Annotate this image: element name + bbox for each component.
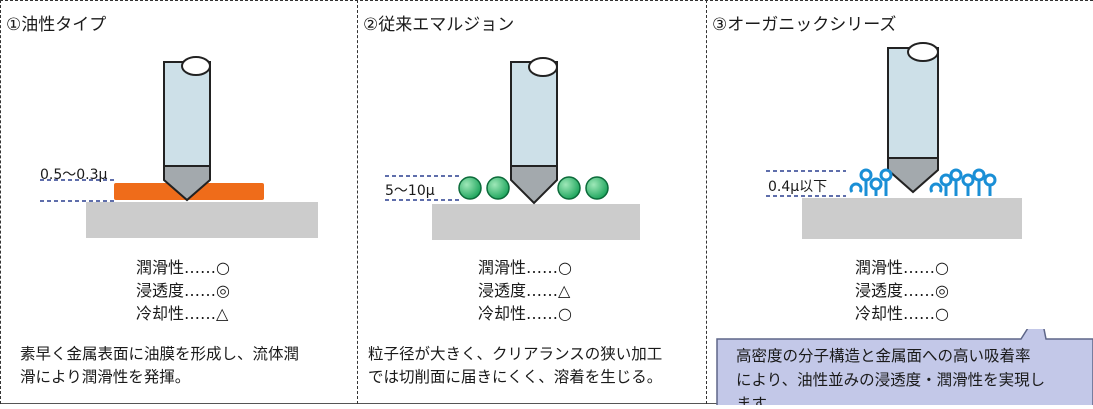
thickness-label: 0.5〜0.3μ <box>40 167 108 183</box>
workpiece <box>86 202 318 238</box>
description-line: により、油性並みの浸透度・潤滑性を実現し <box>736 371 1046 389</box>
panel-description: 高密度の分子構造と金属面への高い吸着率 により、油性並みの浸透度・潤滑性を実現し… <box>736 344 1093 405</box>
description-line: ます。 <box>736 395 781 405</box>
panel-description: 素早く金属表面に油膜を形成し、流体潤 滑により潤滑性を発揮。 <box>20 343 299 389</box>
ratings-list: 潤滑性……○ 浸透度……△ 冷却性……○ <box>478 256 572 325</box>
panel-description: 粒子径が大きく、クリアランスの狭い加工 では切削面に届きにくく、溶着を生じる。 <box>368 343 662 389</box>
rating-penetration: 浸透度……△ <box>478 281 571 300</box>
callout-bubble <box>716 329 1093 405</box>
organic-series-diagram <box>766 42 1022 239</box>
panel-divider-1 <box>357 0 358 404</box>
panel-organic-series: ③オーガニックシリーズ 0.4μ以下 潤滑性……○ 浸透度……◎ 冷却性……○ <box>706 0 1093 404</box>
panel-oil-type: ①油性タイプ 0.5〜0.3μ 潤滑性……○ 浸透度……◎ 冷却性……△ 素早く… <box>0 0 357 404</box>
tool-icon <box>510 57 558 205</box>
rating-lubricity: 潤滑性……○ <box>855 258 949 277</box>
description-line: 粒子径が大きく、クリアランスの狭い加工 <box>368 345 663 363</box>
ratings-list: 潤滑性……○ 浸透度……◎ 冷却性……△ <box>136 256 230 325</box>
panel-divider-left <box>0 0 1 404</box>
rating-lubricity: 潤滑性……○ <box>478 258 572 277</box>
tool-icon <box>163 56 211 202</box>
tool-icon <box>887 42 939 194</box>
emulsion-particles <box>458 176 609 200</box>
description-callout: 高密度の分子構造と金属面への高い吸着率 により、油性並みの浸透度・潤滑性を実現し… <box>716 329 1093 405</box>
workpiece <box>432 204 640 240</box>
thickness-label: 0.4μ以下 <box>768 179 828 195</box>
rating-penetration: 浸透度……◎ <box>855 281 949 300</box>
rating-cooling: 冷却性……△ <box>136 304 229 323</box>
frame-bottom-border <box>0 403 1093 405</box>
oil-type-diagram <box>40 56 318 238</box>
rating-cooling: 冷却性……○ <box>478 304 572 323</box>
description-line: 高密度の分子構造と金属面への高い吸着率 <box>736 347 1031 365</box>
panel-conventional-emulsion: ②従来エマルジョン 5〜10μ 潤滑性……○ 浸透度……△ 冷却性……○ 粒子径… <box>357 0 706 404</box>
panel-title: ③オーガニックシリーズ <box>712 15 897 35</box>
thickness-label: 5〜10μ <box>385 183 435 199</box>
rating-cooling: 冷却性……○ <box>855 304 949 323</box>
description-line: 滑により潤滑性を発揮。 <box>20 368 191 386</box>
description-line: では切削面に届きにくく、溶着を生じる。 <box>368 368 663 386</box>
organic-molecules <box>849 168 997 196</box>
rating-penetration: 浸透度……◎ <box>136 281 230 300</box>
panel-divider-2 <box>706 0 707 404</box>
ratings-list: 潤滑性……○ 浸透度……◎ 冷却性……○ <box>855 256 949 325</box>
description-line: 素早く金属表面に油膜を形成し、流体潤 <box>20 345 300 363</box>
panel-title: ①油性タイプ <box>6 15 107 35</box>
frame-top-border <box>0 0 1093 2</box>
workpiece <box>802 198 1022 239</box>
emulsion-diagram <box>385 57 640 240</box>
panel-title: ②従来エマルジョン <box>363 15 515 35</box>
rating-lubricity: 潤滑性……○ <box>136 258 230 277</box>
